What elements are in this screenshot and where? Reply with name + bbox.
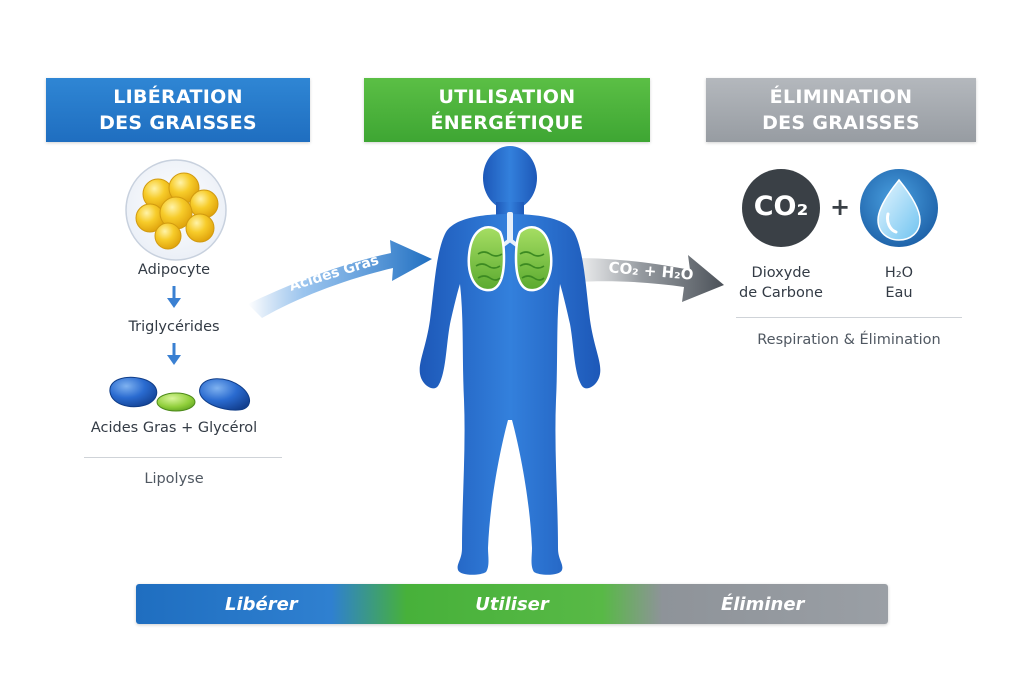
- label-adipocyte: Adipocyte: [137, 262, 211, 278]
- label-carbon-dioxide-line2: de Carbone: [739, 285, 823, 301]
- header-fat-release: LIBÉRATION DES GRAISSES: [46, 78, 310, 142]
- caption-lipolysis: Lipolyse: [144, 471, 204, 487]
- human-body-icon: [419, 146, 601, 575]
- header-fat-elimination-line1: ÉLIMINATION: [769, 86, 913, 108]
- label-water: H₂O Eau: [859, 263, 939, 303]
- co2-circle: [742, 169, 820, 247]
- header-fat-elimination: ÉLIMINATION DES GRAISSES: [706, 78, 976, 142]
- water-drop-icon: [860, 169, 938, 247]
- process-steps-bar: Libérer Utiliser Éliminer: [136, 584, 888, 624]
- label-fatty-acids-glycerol: Acides Gras + Glycérol: [90, 420, 258, 436]
- down-arrow-icon: [167, 343, 181, 365]
- plus-sign: +: [830, 193, 851, 221]
- header-fat-release-line1: LIBÉRATION: [113, 86, 243, 108]
- label-carbon-dioxide: Dioxyde de Carbone: [731, 263, 831, 303]
- divider-elimination: [736, 317, 962, 318]
- header-energy-usage-line1: UTILISATION: [438, 86, 576, 108]
- fatty-acid-icon: [109, 376, 158, 408]
- header-fat-elimination-line2: DES GRAISSES: [762, 112, 920, 134]
- fat-cell-cluster-icon: [125, 159, 227, 261]
- label-carbon-dioxide-line1: Dioxyde: [751, 265, 811, 281]
- fatty-acid-icon: [199, 378, 250, 411]
- step-eliminate: Éliminer: [720, 593, 805, 615]
- header-fat-release-line2: DES GRAISSES: [99, 112, 257, 134]
- arrow-from-body: [574, 255, 724, 302]
- glycerol-icon: [156, 392, 196, 412]
- step-release: Libérer: [224, 593, 298, 615]
- caption-respiration-elimination: Respiration & Élimination: [757, 332, 941, 348]
- divider-lipolysis: [84, 457, 282, 458]
- label-water-formula: H₂O: [884, 265, 914, 281]
- lungs-icon: [467, 212, 553, 292]
- label-water-name: Eau: [885, 285, 913, 301]
- co2-badge-text: CO₂: [753, 191, 809, 222]
- header-energy-usage-line2: ÉNERGÉTIQUE: [430, 112, 584, 134]
- step-use: Utiliser: [475, 593, 549, 615]
- arrow-to-body: [248, 240, 432, 318]
- header-energy-usage: UTILISATION ÉNERGÉTIQUE: [364, 78, 650, 142]
- label-triglycerides: Triglycérides: [128, 319, 220, 335]
- down-arrow-icon: [167, 286, 181, 308]
